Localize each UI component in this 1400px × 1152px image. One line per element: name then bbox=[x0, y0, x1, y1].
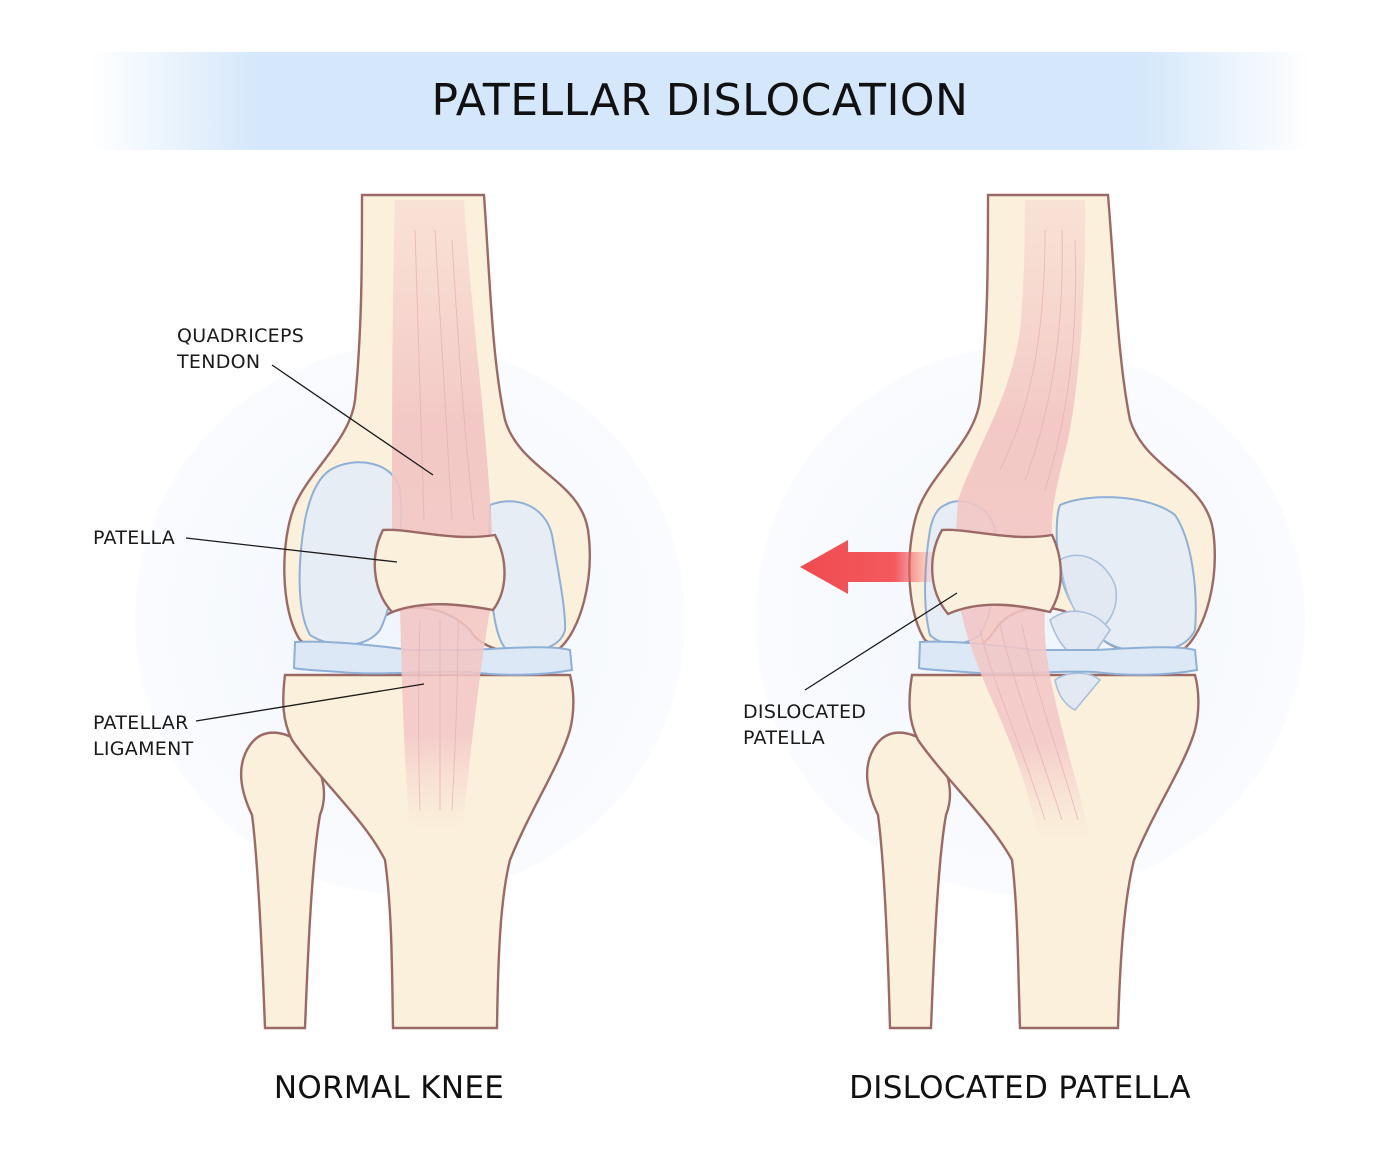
label-dislocated-patella-line2: PATELLA bbox=[743, 727, 825, 749]
tibia-left bbox=[282, 673, 575, 1030]
quadriceps-tendon-right bbox=[954, 200, 1090, 840]
leader-quadriceps-tendon bbox=[271, 364, 434, 476]
tibia-right bbox=[908, 673, 1200, 1030]
tendon-fibers-right bbox=[979, 229, 1079, 821]
patella-left bbox=[373, 528, 506, 614]
leader-patellar-ligament bbox=[195, 683, 425, 722]
dislocated-knee-figure bbox=[755, 193, 1305, 1030]
label-patellar-ligament-line2: LIGAMENT bbox=[93, 738, 194, 760]
label-dislocated-patella-line1: DISLOCATED bbox=[743, 701, 866, 723]
leader-dislocated-patella bbox=[804, 592, 958, 691]
normal-knee-figure bbox=[135, 193, 685, 1030]
patella-right-dislocated bbox=[931, 528, 1062, 616]
label-quadriceps-tendon-line1: QUADRICEPS bbox=[177, 325, 304, 347]
label-patella: PATELLA bbox=[93, 527, 175, 549]
arrow-left-icon bbox=[800, 540, 935, 594]
label-patellar-ligament-line1: PATELLAR bbox=[93, 712, 189, 734]
cruciate-ligaments-right bbox=[1049, 554, 1117, 711]
page-title: PATELLAR DISLOCATION bbox=[431, 75, 969, 126]
quadriceps-tendon-left bbox=[392, 200, 492, 830]
fibula-left bbox=[239, 731, 326, 1030]
caption-normal-knee: NORMAL KNEE bbox=[274, 1070, 504, 1106]
leader-patella bbox=[185, 537, 398, 563]
title-banner: PATELLAR DISLOCATION bbox=[90, 52, 1310, 150]
fibula-right bbox=[865, 731, 952, 1030]
label-quadriceps-tendon-line2: TENDON bbox=[176, 351, 260, 373]
caption-dislocated-patella: DISLOCATED PATELLA bbox=[849, 1070, 1191, 1106]
